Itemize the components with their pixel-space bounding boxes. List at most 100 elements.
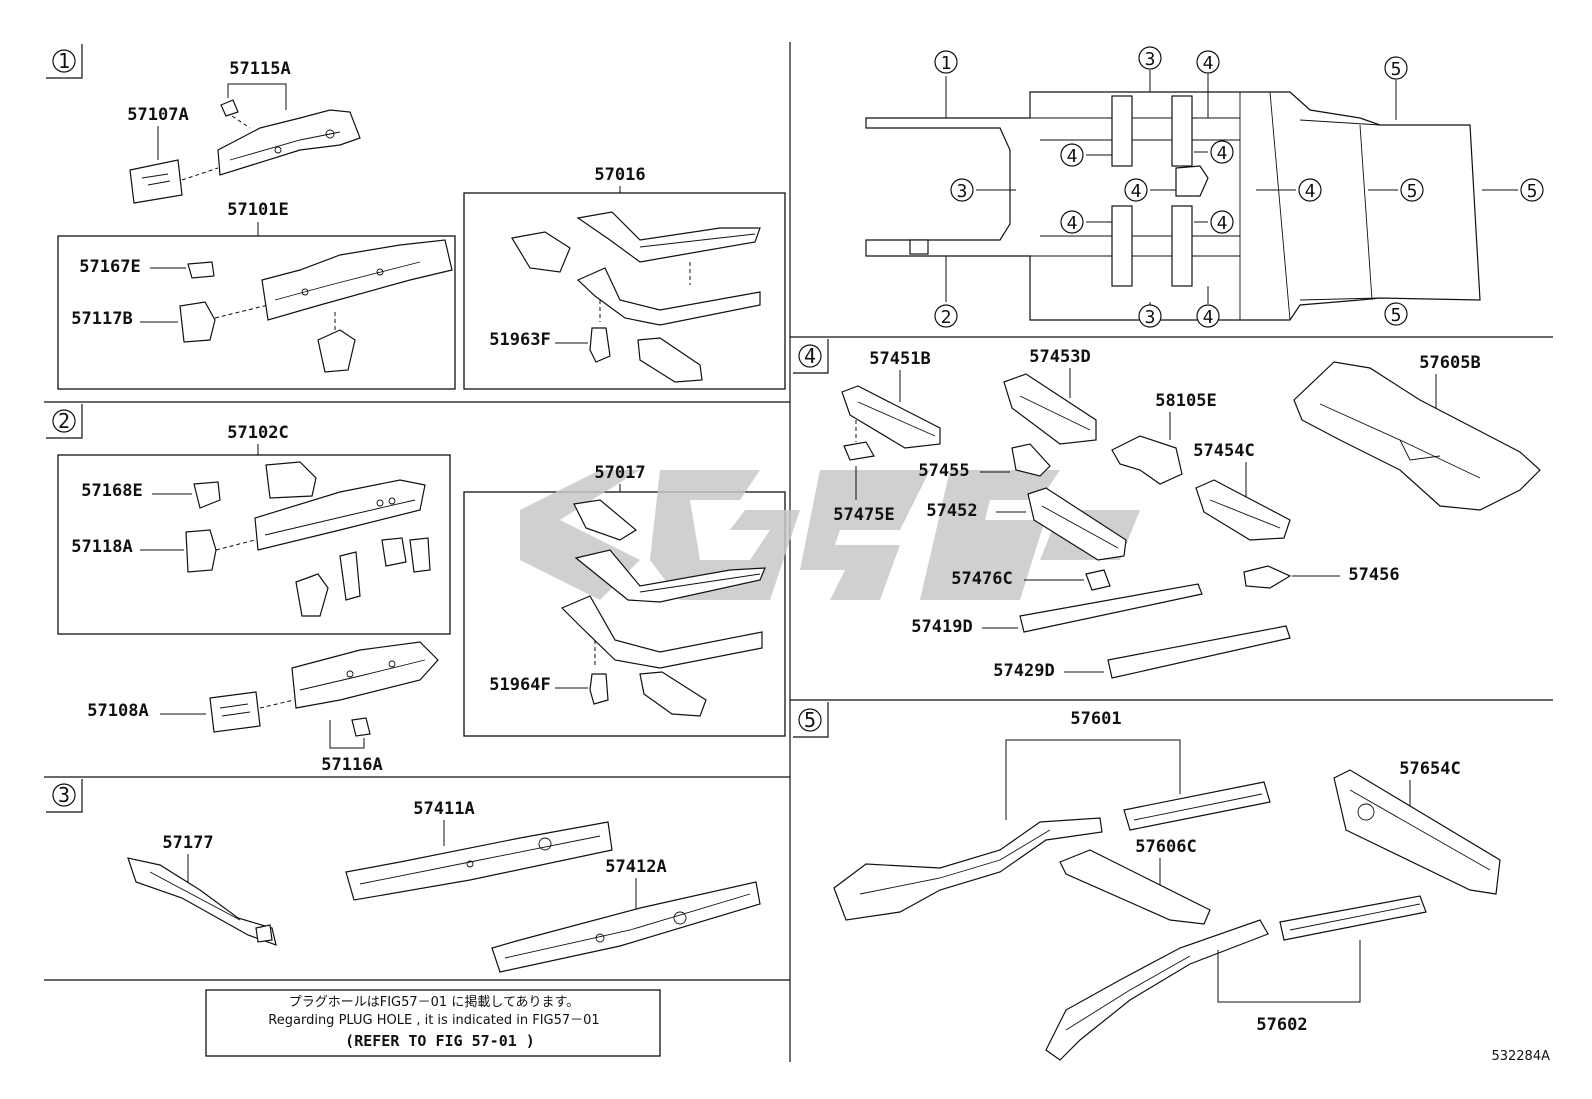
section-tab-4: 4: [793, 339, 829, 374]
part-57102C-bracket: [265, 461, 317, 499]
part-57116A-bracket: [351, 717, 371, 737]
label-57116A: 57116A: [321, 755, 382, 775]
section-tab-2: 2: [46, 404, 83, 439]
part-57605B: [1293, 361, 1541, 511]
label-57476C: 57476C: [951, 569, 1012, 589]
label-57016: 57016: [594, 165, 645, 185]
section-1: 57115A 57107A 57101E 57167E 57117B 57016: [71, 59, 761, 383]
label-51964F: 51964F: [489, 675, 550, 695]
label-57453D: 57453D: [1029, 347, 1090, 367]
label-57606C: 57606C: [1135, 837, 1196, 857]
label-57452: 57452: [926, 501, 977, 521]
part-57654C: [1333, 769, 1501, 895]
part-57601-upper: [1123, 781, 1271, 831]
part-57454C: [1195, 479, 1291, 541]
section-3: 57177 57411A 57412A: [127, 799, 761, 973]
label-57456: 57456: [1348, 565, 1399, 585]
part-57017-reinf: [639, 671, 707, 717]
part-57476C: [1085, 569, 1111, 591]
part-51963F-clip: [589, 327, 611, 363]
svg-text:5: 5: [1407, 181, 1418, 202]
part-57102C-gusset-d: [409, 537, 431, 573]
part-57016-reinf: [637, 337, 703, 383]
part-51964F-clip: [589, 673, 609, 705]
part-57411A-rail: [345, 821, 613, 901]
part-57115A-rail: [217, 109, 361, 176]
frame-overview: [865, 91, 1481, 321]
box-57101E: [57, 235, 456, 390]
part-57107A-plate: [129, 159, 183, 204]
svg-text:3: 3: [58, 783, 70, 807]
part-57412A-rail: [491, 881, 761, 973]
svg-text:4: 4: [1067, 146, 1078, 167]
note-refer: (REFER TO FIG 57-01 ): [345, 1032, 535, 1050]
label-57108A: 57108A: [87, 701, 148, 721]
svg-text:4: 4: [1305, 181, 1316, 202]
diagram-id: 532284A: [1491, 1049, 1550, 1064]
part-57475E: [843, 441, 875, 461]
box-57102C: [57, 454, 451, 635]
section-4: 57451B 57475E 57453D 57455 58105E 57452 …: [833, 347, 1541, 681]
note-box: プラグホールはFIG57－01 に掲載してあります。 Regarding PLU…: [205, 989, 661, 1057]
note-line-jp: プラグホールはFIG57－01 に掲載してあります。: [289, 994, 580, 1010]
part-58105E: [1111, 435, 1183, 485]
part-57456: [1243, 565, 1292, 589]
label-57107A: 57107A: [127, 105, 188, 125]
part-57016-upper: [576, 211, 761, 263]
label-57654C: 57654C: [1399, 759, 1460, 779]
section-tab-1: 1: [46, 44, 83, 79]
label-57429D: 57429D: [993, 661, 1054, 681]
svg-text:3: 3: [957, 181, 968, 202]
svg-text:2: 2: [941, 307, 952, 328]
section-2: 57102C 57168E 57118A 57017 51964F: [71, 423, 766, 775]
part-57101E-rail: [261, 239, 453, 321]
label-57177: 57177: [162, 833, 213, 853]
label-57451B: 57451B: [869, 349, 930, 369]
label-57419D: 57419D: [911, 617, 972, 637]
label-57475E: 57475E: [833, 505, 894, 525]
label-57017: 57017: [594, 463, 645, 483]
label-57455: 57455: [918, 461, 969, 481]
section-tab-5: 5: [793, 702, 829, 738]
part-57102C-gusset-a: [295, 573, 329, 617]
svg-text:4: 4: [1131, 181, 1142, 202]
svg-text:4: 4: [1203, 53, 1214, 74]
svg-text:4: 4: [1067, 213, 1078, 234]
part-57101E-gusset: [317, 329, 356, 373]
label-57167E: 57167E: [79, 257, 140, 277]
part-57453D: [1003, 373, 1097, 445]
part-57177-tab: [255, 924, 273, 943]
part-57177-rail: [127, 857, 277, 946]
part-57606C: [1059, 849, 1211, 925]
label-57115A: 57115A: [229, 59, 290, 79]
svg-text:5: 5: [804, 708, 816, 732]
svg-text:3: 3: [1145, 307, 1156, 328]
part-57601-rail: [833, 817, 1103, 921]
box-57017: [463, 491, 786, 737]
part-57102C-gusset-b: [339, 551, 361, 601]
part-57017-upper: [574, 549, 766, 603]
label-57605B: 57605B: [1419, 353, 1480, 373]
label-57102C: 57102C: [227, 423, 288, 443]
overview-callouts: 1 2 3 3 3 4 4 4 4 4 4 4 4: [934, 46, 1544, 328]
part-57168E-bracket: [193, 481, 221, 509]
part-57602-right: [1279, 895, 1427, 941]
label-57101E: 57101E: [227, 200, 288, 220]
label-57412A: 57412A: [605, 857, 666, 877]
label-57602: 57602: [1256, 1015, 1307, 1035]
label-57117B: 57117B: [71, 309, 132, 329]
section-tab-3: 3: [46, 779, 83, 813]
part-57118A-block: [185, 529, 217, 573]
part-57117B-block: [179, 301, 216, 343]
svg-text:5: 5: [1527, 181, 1538, 202]
part-57102C-gusset-c: [381, 537, 407, 567]
note-line-en: Regarding PLUG HOLE , it is indicated in…: [268, 1013, 599, 1028]
svg-text:4: 4: [1217, 143, 1228, 164]
label-57454C: 57454C: [1193, 441, 1254, 461]
label-57118A: 57118A: [71, 537, 132, 557]
box-57016: [463, 192, 786, 390]
part-57419D: [1019, 583, 1203, 633]
part-57017-lower: [560, 595, 763, 669]
part-57108A-plate: [209, 691, 261, 733]
